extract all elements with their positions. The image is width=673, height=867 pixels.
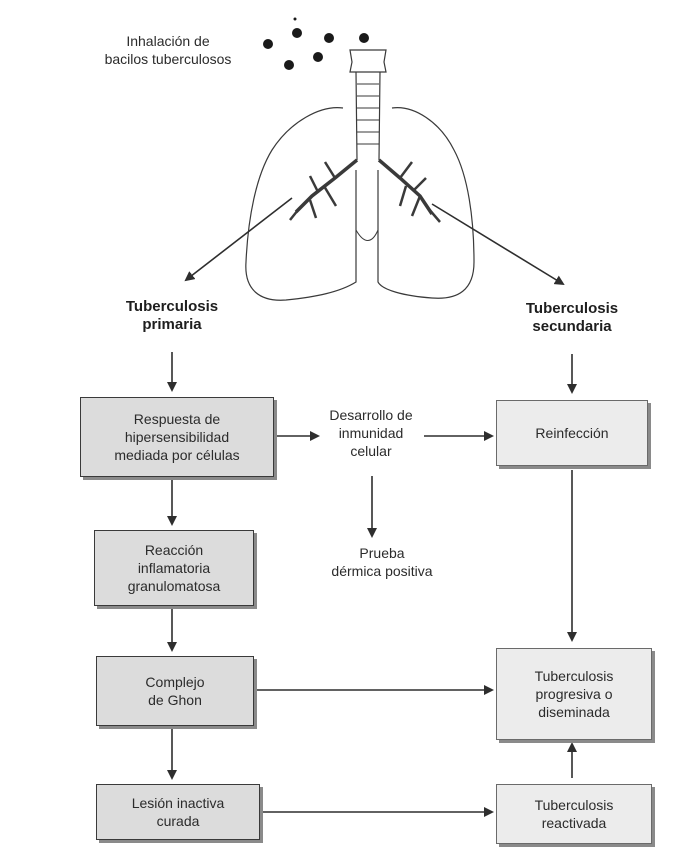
ghon-line2: de Ghon bbox=[148, 691, 202, 709]
inflammatory-line1: Reacción bbox=[145, 541, 203, 559]
immunity-line1: Desarrollo de bbox=[310, 406, 432, 424]
secondary-label-line2: secundaria bbox=[502, 318, 642, 336]
inhalation-label-line1: Inhalación de bbox=[68, 32, 268, 50]
inactive-line2: curada bbox=[157, 812, 200, 830]
lungs-illustration bbox=[246, 50, 474, 300]
reactivated-tuberculosis-box: Tuberculosis reactivada bbox=[496, 784, 652, 844]
inflammatory-line2: inflamatoria bbox=[138, 559, 210, 577]
inflammatory-line3: granulomatosa bbox=[128, 577, 221, 595]
reactivated-line1: Tuberculosis bbox=[535, 796, 614, 814]
primary-tuberculosis-label: Tuberculosis primaria bbox=[102, 298, 242, 334]
progressive-line3: diseminada bbox=[538, 703, 610, 721]
progressive-line1: Tuberculosis bbox=[535, 667, 614, 685]
hypersensitivity-line1: Respuesta de bbox=[134, 410, 220, 428]
skin-test-label: Prueba dérmica positiva bbox=[308, 544, 456, 580]
immunity-line2: inmunidad bbox=[310, 424, 432, 442]
hypersensitivity-box: Respuesta de hipersensibilidad mediada p… bbox=[80, 397, 274, 477]
hypersensitivity-line2: hipersensibilidad bbox=[125, 428, 229, 446]
hypersensitivity-line3: mediada por células bbox=[114, 446, 239, 464]
progressive-line2: progresiva o bbox=[535, 685, 612, 703]
secondary-tuberculosis-label: Tuberculosis secundaria bbox=[502, 300, 642, 336]
primary-label-line1: Tuberculosis bbox=[102, 298, 242, 316]
skin-test-line1: Prueba bbox=[308, 544, 456, 562]
ghon-complex-box: Complejo de Ghon bbox=[96, 656, 254, 726]
inhalation-label: Inhalación de bacilos tuberculosos bbox=[68, 32, 268, 68]
reactivated-line2: reactivada bbox=[542, 814, 607, 832]
reinfection-box: Reinfección bbox=[496, 400, 648, 466]
bacilli-dots bbox=[263, 18, 369, 71]
immunity-line3: celular bbox=[310, 442, 432, 460]
inactive-line1: Lesión inactiva bbox=[132, 794, 225, 812]
skin-test-line2: dérmica positiva bbox=[308, 562, 456, 580]
secondary-label-line1: Tuberculosis bbox=[502, 300, 642, 318]
reinfection-line1: Reinfección bbox=[535, 424, 608, 442]
primary-label-line2: primaria bbox=[102, 316, 242, 334]
progressive-tuberculosis-box: Tuberculosis progresiva o diseminada bbox=[496, 648, 652, 740]
immunity-label: Desarrollo de inmunidad celular bbox=[310, 406, 432, 460]
inactive-lesion-box: Lesión inactiva curada bbox=[96, 784, 260, 840]
inflammatory-reaction-box: Reacción inflamatoria granulomatosa bbox=[94, 530, 254, 606]
arrow-lungs-to-secondary bbox=[432, 204, 563, 284]
inhalation-label-line2: bacilos tuberculosos bbox=[68, 50, 268, 68]
ghon-line1: Complejo bbox=[145, 673, 204, 691]
arrow-lungs-to-primary bbox=[186, 198, 292, 280]
